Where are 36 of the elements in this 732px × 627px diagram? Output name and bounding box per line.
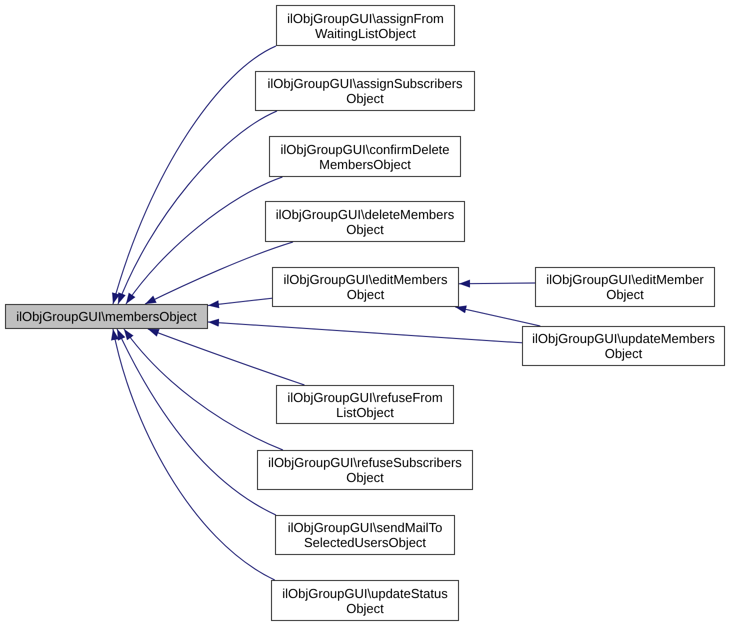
function-box: [257, 450, 473, 490]
function-name: ilObjGroupGUI\refuseSubscribers Object: [267, 455, 463, 485]
function-name: ilObjGroupGUI\sendMailTo SelectedUsersObject: [286, 520, 444, 550]
arrow: [118, 110, 278, 304]
arrow: [208, 298, 272, 308]
function-name: ilObjGroupGUI\editMember Object: [545, 272, 705, 302]
arrow: [123, 328, 284, 450]
function-name: ilObjGroupGUI\membersObject: [16, 309, 197, 324]
function-box: [535, 267, 715, 307]
arrow: [116, 328, 276, 516]
function-box: [276, 385, 454, 424]
arrow: [147, 328, 305, 386]
function-box: [272, 267, 459, 307]
function-name: ilObjGroupGUI\updateMembers Object: [531, 331, 716, 361]
arrow: [111, 328, 276, 580]
arrow: [112, 46, 276, 304]
function-name: ilObjGroupGUI\assignFrom WaitingListObject: [286, 10, 445, 40]
function-name: ilObjGroupGUI\confirmDelete MembersObject: [279, 142, 451, 172]
function-name: ilObjGroupGUI\editMembers Object: [282, 272, 448, 302]
arrow: [208, 318, 522, 344]
function-box: [5, 304, 208, 329]
arrow: [144, 242, 294, 304]
function-name: ilObjGroupGUI\updateStatus Object: [281, 586, 449, 616]
function-box: [255, 71, 475, 111]
function-name: ilObjGroupGUI\assignSubscribers Object: [266, 76, 464, 106]
function-name: ilObjGroupGUI\deleteMembers Object: [274, 206, 456, 236]
arrow: [454, 306, 541, 326]
arrow: [458, 280, 536, 288]
function-box: [271, 580, 459, 621]
arrow: [126, 176, 283, 304]
function-name: ilObjGroupGUI\refuseFrom ListObject: [286, 390, 444, 420]
function-box: [275, 515, 455, 555]
function-box: [276, 5, 455, 46]
function-box: [522, 326, 725, 366]
function-box: [265, 201, 465, 242]
function-box: [269, 136, 461, 177]
